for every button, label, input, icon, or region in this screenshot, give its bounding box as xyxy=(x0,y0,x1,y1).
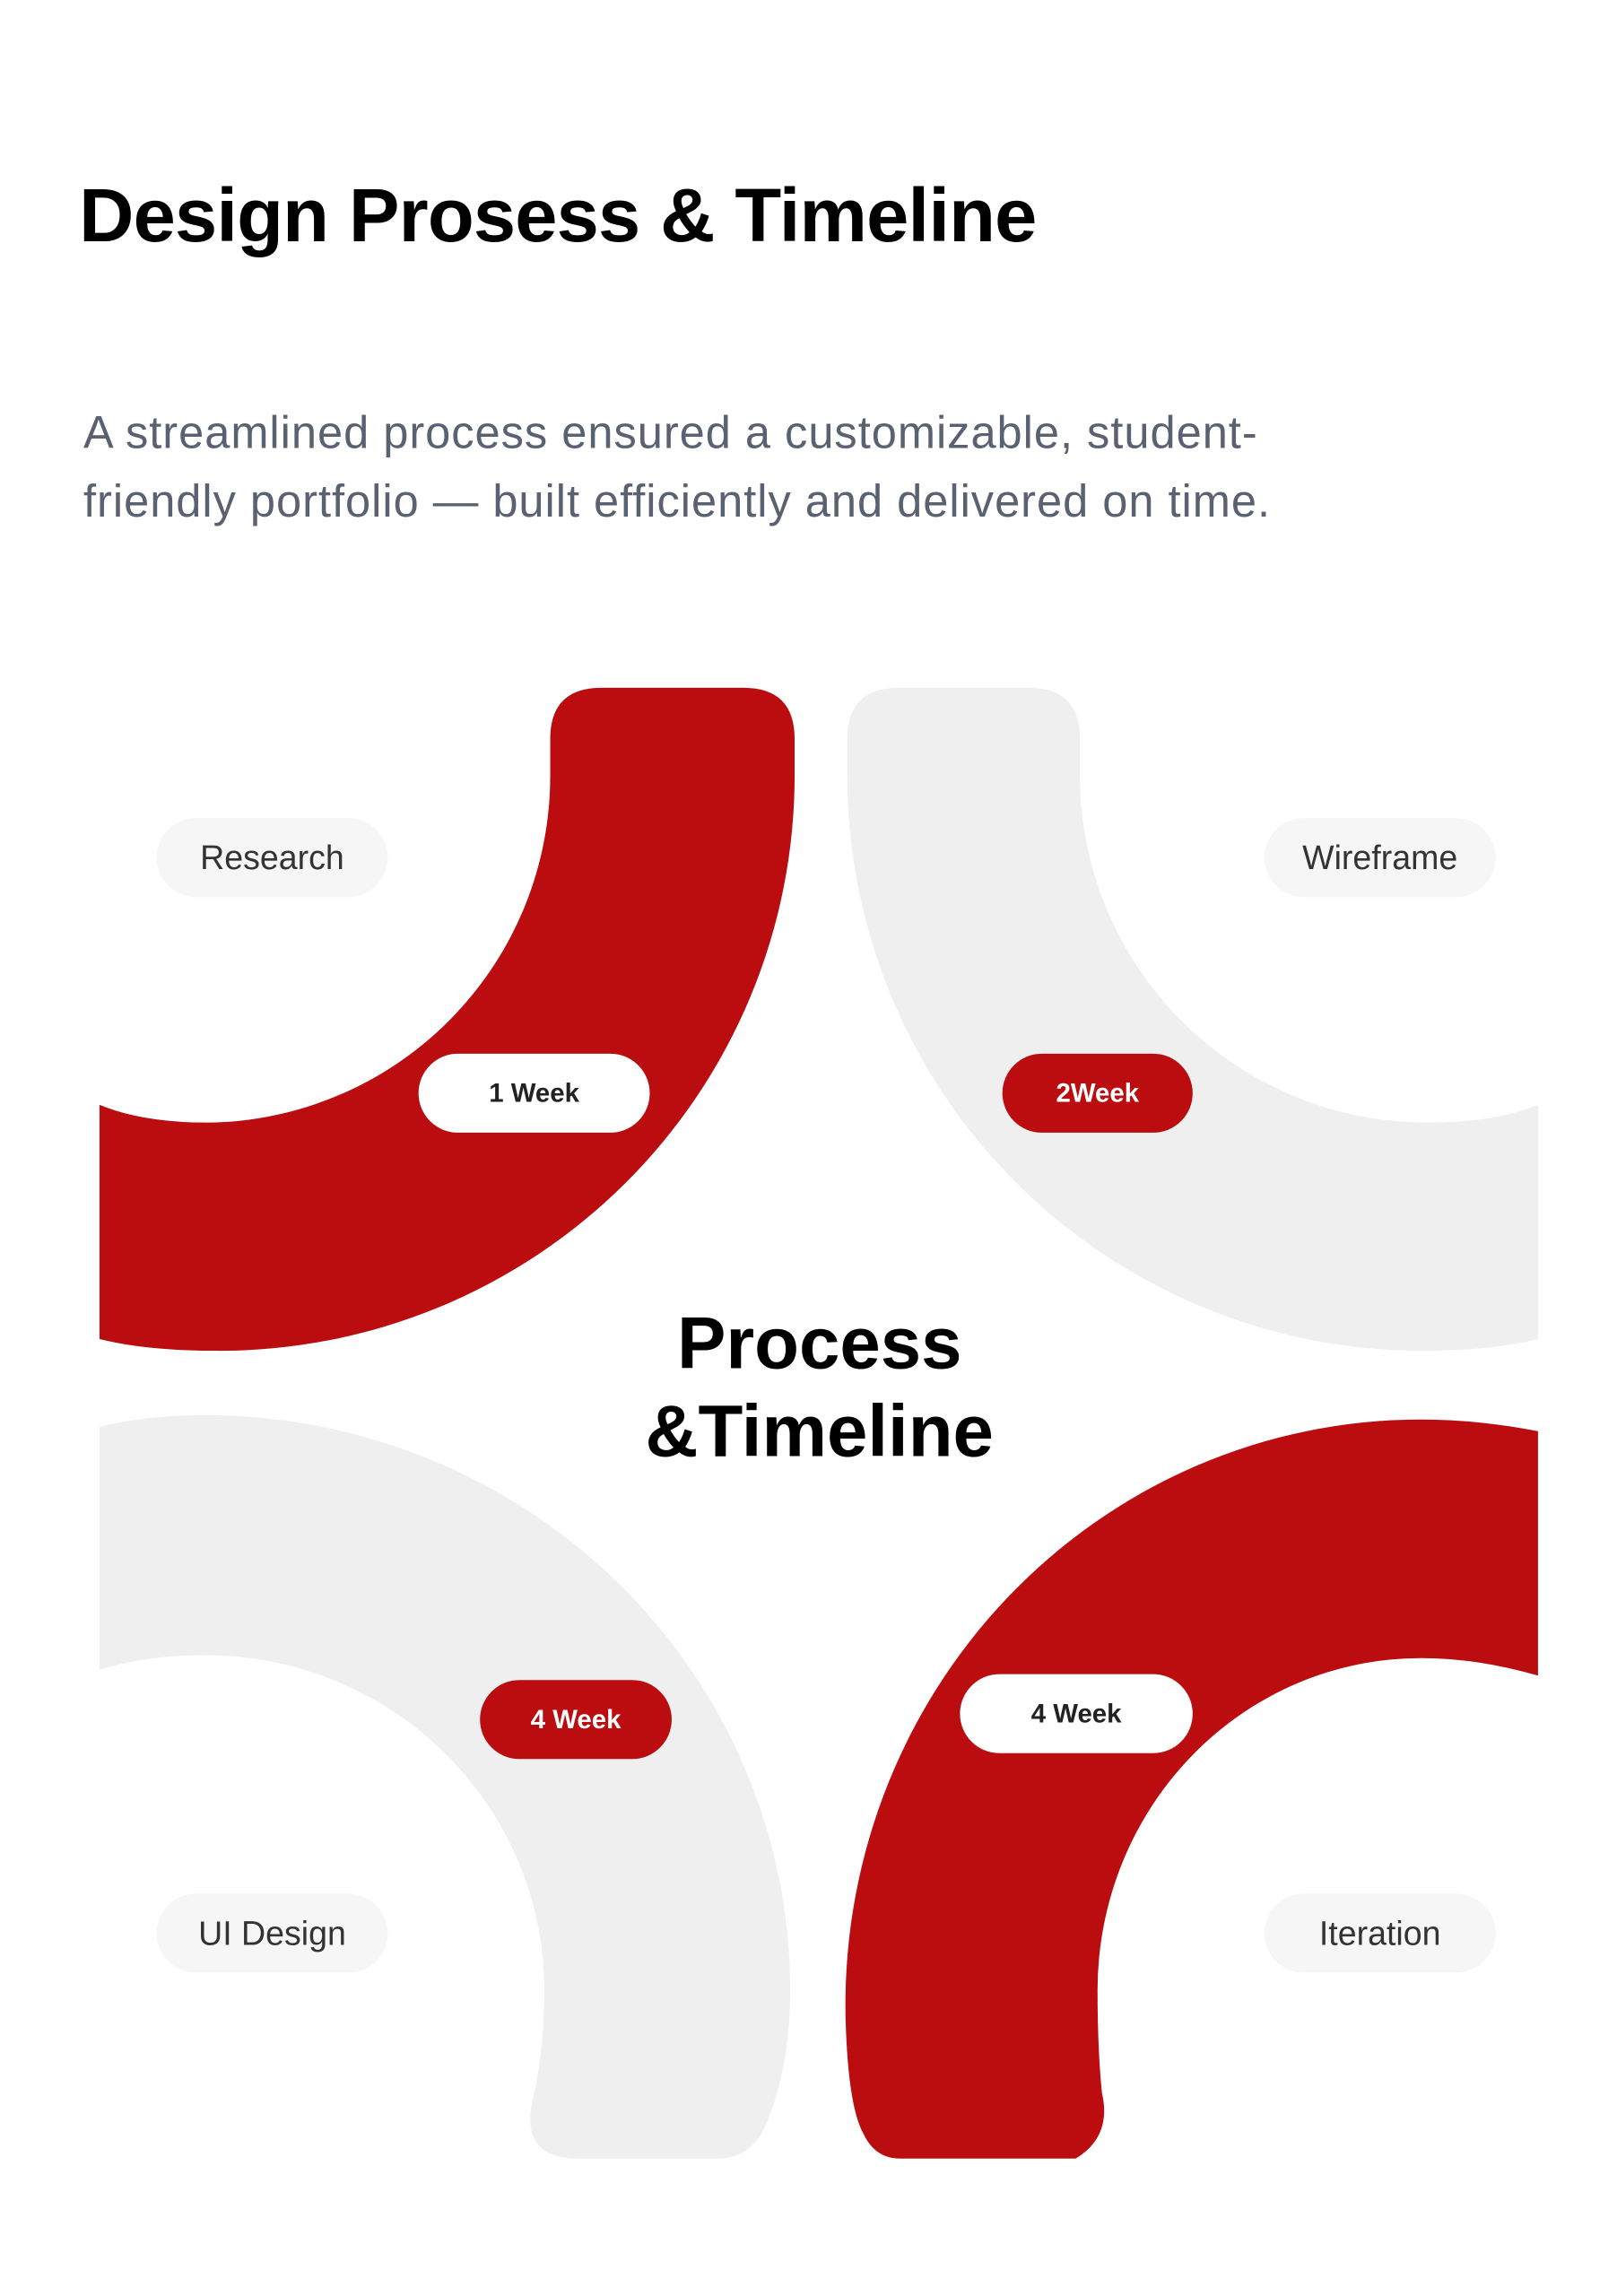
phase-label-research: Research xyxy=(156,818,388,898)
page-description: A streamlined process ensured a customiz… xyxy=(83,406,1272,527)
ui-design-arc xyxy=(99,1414,791,2159)
page-title: Design Prosess & Timeline xyxy=(79,174,1037,259)
phase-label-ui-design: UI Design xyxy=(156,1893,388,1973)
wireframe-arc xyxy=(847,687,1538,1352)
iteration-arc xyxy=(845,1419,1538,2159)
duration-badge-wireframe: 2Week xyxy=(1002,1053,1193,1133)
research-arc xyxy=(99,687,795,1352)
center-title-line1: Process xyxy=(676,1302,962,1385)
duration-badge-ui-design: 4 Week xyxy=(480,1680,672,1760)
phase-label-wireframe: Wireframe xyxy=(1264,818,1496,898)
duration-badge-research: 1 Week xyxy=(418,1053,650,1133)
center-title-line2: &Timeline xyxy=(645,1390,994,1473)
duration-badge-iteration: 4 Week xyxy=(960,1674,1193,1753)
phase-label-iteration: Iteration xyxy=(1264,1893,1496,1973)
diagram-center-title: Process &Timeline xyxy=(526,1300,1112,1475)
